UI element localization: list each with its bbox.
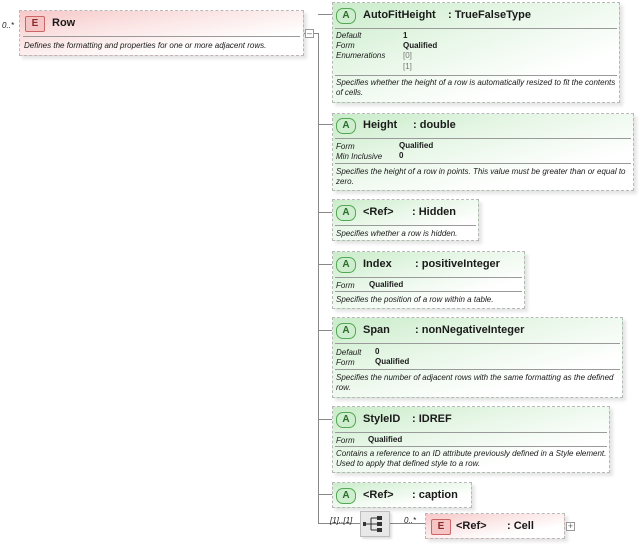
attribute-autofitheight[interactable]: A AutoFitHeight : TrueFalseType Default … [332,2,620,103]
attribute-name: Index [363,258,392,270]
child-element-cell[interactable]: E <Ref> : Cell [425,513,565,539]
prop-value-form: Qualified [403,41,438,50]
prop-value-min-inclusive: 0 [399,151,404,160]
prop-value-form: Qualified [375,357,410,366]
attribute-separator [335,277,522,278]
attribute-badge: A [336,323,356,339]
branch-sequence [318,523,360,524]
attribute-description: Specifies whether the height of a row is… [336,78,616,97]
attribute-description: Contains a reference to an ID attribute … [336,449,607,468]
prop-label-enumerations: Enumerations [336,51,386,60]
attribute-name: StyleID [363,413,401,425]
branch-caption [318,494,332,495]
attribute-type: : TrueFalseType [448,9,531,21]
attribute-description: Specifies whether a row is hidden. [336,229,458,238]
attribute-name: AutoFitHeight [363,9,436,21]
attribute-badge: A [336,488,356,504]
prop-value-default: 0 [375,347,380,356]
attribute-separator [335,291,522,292]
prop-value-default: 1 [403,31,408,40]
sequence-icon [363,516,382,532]
prop-value-form: Qualified [369,280,404,289]
element-badge: E [431,519,451,535]
attribute-separator [335,369,620,370]
attribute-span[interactable]: A Span : nonNegativeInteger Default 0 Fo… [332,317,623,398]
attribute-hidden[interactable]: A <Ref> : Hidden Specifies whether a row… [332,199,479,241]
attribute-description: Specifies the height of a row in points.… [336,167,626,186]
sequence-to-child-line [389,523,425,524]
root-separator [23,36,300,37]
attribute-type: : positiveInteger [415,258,500,270]
attribute-caption[interactable]: A <Ref> : caption [332,482,472,508]
attribute-badge: A [336,257,356,273]
attribute-description: Specifies the number of adjacent rows wi… [336,373,614,392]
prop-label-default: Default [336,348,362,357]
attribute-badge: A [336,205,356,221]
prop-label-form: Form [336,358,355,367]
branch-autofitheight [318,14,332,15]
attribute-separator [335,432,607,433]
prop-label-form: Form [336,281,355,290]
prop-value-enum-1: [1] [403,62,412,71]
child-cardinality: 0..* [404,516,417,525]
child-element-type: : Cell [507,520,534,532]
attributes-trunk-line [318,33,319,523]
attribute-badge: A [336,8,356,24]
prop-value-form: Qualified [399,141,434,150]
attribute-separator [335,138,631,139]
attribute-name: <Ref> [363,206,394,218]
prop-label-form: Form [336,41,355,50]
root-cardinality: 0..* [2,21,15,30]
sequence-cardinality: [1]..[1] [330,516,353,525]
attribute-type: : nonNegativeInteger [415,324,525,336]
attribute-name: <Ref> [363,489,394,501]
attribute-separator [335,446,607,447]
prop-label-form: Form [336,436,355,445]
attribute-separator [335,343,620,344]
branch-styleid [318,419,332,420]
attribute-separator [335,75,617,76]
prop-label-default: Default [336,31,362,40]
prop-value-enum-0: [0] [403,51,412,60]
attribute-type: : Hidden [412,206,456,218]
attribute-height[interactable]: A Height : double Form Qualified Min Inc… [332,113,634,191]
attribute-name: Span [363,324,390,336]
branch-hidden [318,212,332,213]
attribute-separator [335,225,476,226]
branch-index [318,264,332,265]
element-badge: E [25,16,45,32]
attribute-index[interactable]: A Index : positiveInteger Form Qualified… [332,251,525,309]
branch-span [318,330,332,331]
attribute-description: Specifies the position of a row within a… [336,295,494,304]
prop-label-form: Form [336,142,355,151]
sequence-compositor[interactable] [360,511,390,537]
attribute-name: Height [363,119,398,131]
attribute-separator [335,163,631,164]
root-element-name: Row [52,17,76,29]
child-element-name: <Ref> [456,520,487,532]
attribute-type: : IDREF [412,413,452,425]
attribute-badge: A [336,412,356,428]
branch-height [318,124,332,125]
attribute-badge: A [336,118,356,134]
attribute-separator [335,28,617,29]
prop-value-form: Qualified [368,435,403,444]
root-element-row[interactable]: E Row Defines the formatting and propert… [19,10,304,56]
collapse-toggle[interactable]: – [305,28,314,38]
root-description: Defines the formatting and properties fo… [24,41,267,50]
attribute-styleid[interactable]: A StyleID : IDREF Form Qualified Contain… [332,406,610,473]
attribute-type: : caption [412,489,458,501]
attribute-type: : double [413,119,456,131]
expand-toggle[interactable]: + [566,521,575,531]
prop-label-min-inclusive: Min Inclusive [336,152,383,161]
